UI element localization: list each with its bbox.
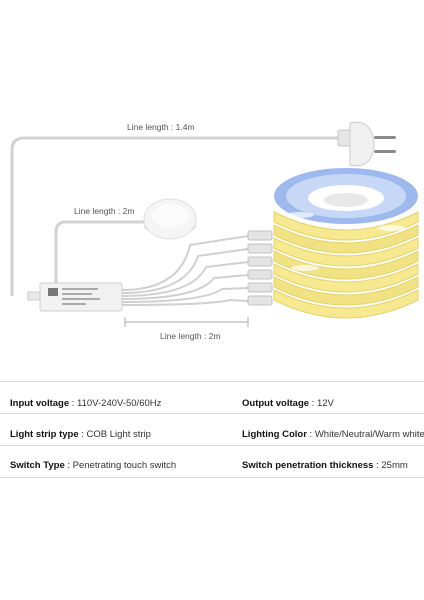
spec-switch-thickness: Switch penetration thickness : 25mm xyxy=(242,460,408,471)
divider xyxy=(0,477,424,478)
spec-light-strip-type: Light strip type : COB Light strip xyxy=(10,429,151,440)
dimension-line xyxy=(124,317,249,327)
divider xyxy=(0,381,424,382)
strip-connectors xyxy=(247,230,273,306)
spec-row: Switch Type : Penetrating touch switch S… xyxy=(0,460,424,490)
eu-plug-icon xyxy=(337,121,396,167)
spec-input-voltage: Input voltage : 110V-240V-50/60Hz xyxy=(10,398,162,409)
output-wires xyxy=(121,235,249,306)
power-cord xyxy=(10,136,340,296)
wiring-diagram xyxy=(10,121,419,327)
controller-box-icon xyxy=(27,282,123,312)
sensor-cable xyxy=(54,220,150,290)
spec-row: Input voltage : 110V-240V-50/60Hz Output… xyxy=(0,398,424,428)
spec-row: Light strip type : COB Light strip Light… xyxy=(0,429,424,459)
cord-length-label: Line length : 1.4m xyxy=(125,122,197,132)
output-length-label: Line length : 2m xyxy=(158,331,223,341)
led-strip-reel xyxy=(273,168,419,319)
spec-lighting-color: Lighting Color : White/Neutral/Warm whit… xyxy=(242,429,424,440)
spec-switch-type: Switch Type : Penetrating touch switch xyxy=(10,460,177,471)
divider xyxy=(0,445,424,446)
divider xyxy=(0,413,424,414)
product-illustration: Line length : 1.4m Line length : 2m Line… xyxy=(10,121,419,341)
touch-sensor-icon xyxy=(143,198,197,240)
spec-output-voltage: Output voltage : 12V xyxy=(242,398,334,409)
sensor-length-label: Line length : 2m xyxy=(72,206,137,216)
